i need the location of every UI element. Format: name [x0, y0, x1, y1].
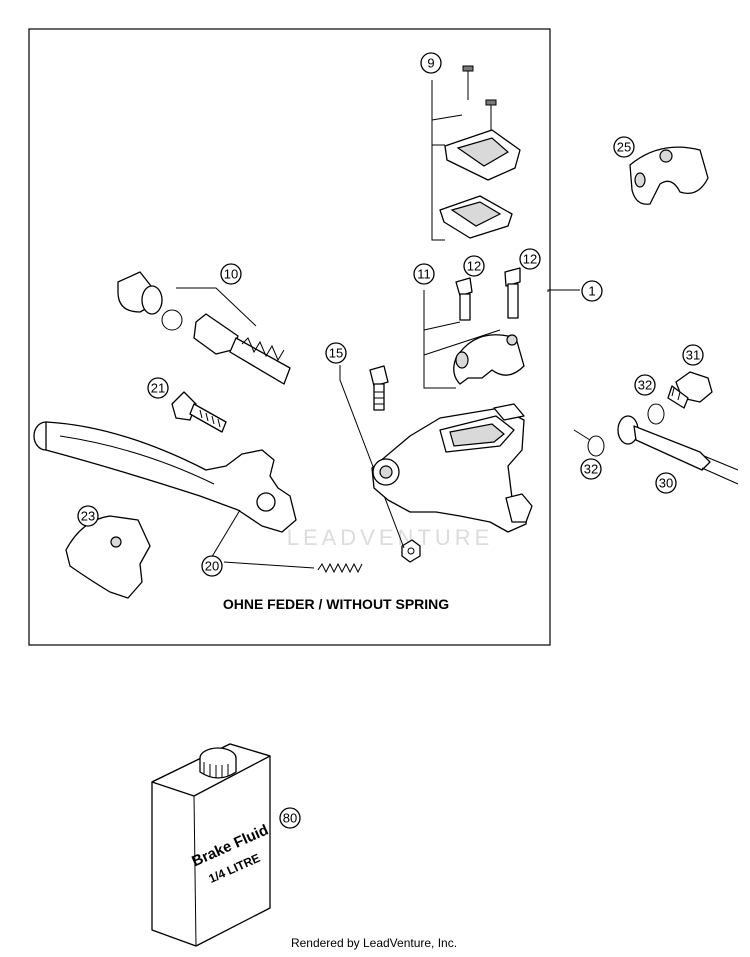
- callout-12-b: 12: [519, 248, 541, 270]
- svg-text:11: 11: [417, 267, 431, 282]
- svg-text:1: 1: [588, 284, 595, 299]
- watermark: LEADVENTURE: [287, 525, 494, 550]
- svg-text:9: 9: [427, 56, 434, 71]
- callout-32-a: 32: [634, 374, 656, 396]
- callout-30: 30: [655, 472, 677, 494]
- footer-credit: Rendered by LeadVenture, Inc.: [291, 936, 457, 950]
- callout-32-b: 32: [580, 458, 602, 480]
- callout-11: 11: [413, 263, 435, 285]
- part-brake-lever: [33, 421, 297, 533]
- callout-1: 1: [581, 280, 603, 302]
- svg-text:31: 31: [686, 348, 700, 363]
- part-master-cylinder: [371, 403, 533, 533]
- callout-31: 31: [682, 344, 704, 366]
- callout-20: 20: [201, 555, 223, 577]
- callout-25: 25: [613, 136, 635, 158]
- part-brake-fluid-bottle: Brake Fluid 1/4 LITRE: [151, 743, 271, 947]
- svg-text:21: 21: [151, 381, 165, 396]
- part-clamp-25: [629, 146, 709, 205]
- part-bolts-clamp: [423, 267, 580, 389]
- svg-text:15: 15: [329, 346, 343, 361]
- svg-text:30: 30: [659, 476, 673, 491]
- part-reservoir-cover: [431, 65, 521, 241]
- svg-text:23: 23: [81, 509, 95, 524]
- diagram-caption: OHNE FEDER / WITHOUT SPRING: [223, 596, 449, 612]
- svg-text:10: 10: [224, 267, 238, 282]
- callout-23: 23: [77, 505, 99, 527]
- svg-text:12: 12: [523, 252, 537, 267]
- part-piston-kit: [117, 271, 291, 385]
- diagram-frame: [28, 28, 551, 646]
- part-lever-guard: [65, 515, 151, 599]
- svg-text:25: 25: [617, 140, 631, 155]
- callout-15: 15: [325, 342, 347, 364]
- part-brake-line: [573, 371, 739, 485]
- svg-text:80: 80: [283, 811, 297, 826]
- callout-80: 80: [279, 807, 301, 829]
- callout-21: 21: [147, 377, 169, 399]
- callout-12-a: 12: [463, 255, 485, 277]
- callout-9: 9: [420, 52, 442, 74]
- svg-text:20: 20: [205, 559, 219, 574]
- svg-text:12: 12: [467, 259, 481, 274]
- svg-text:32: 32: [638, 378, 652, 393]
- part-spring: [209, 509, 363, 574]
- svg-text:32: 32: [584, 462, 598, 477]
- callout-10: 10: [220, 263, 242, 285]
- part-adjuster: [171, 391, 227, 433]
